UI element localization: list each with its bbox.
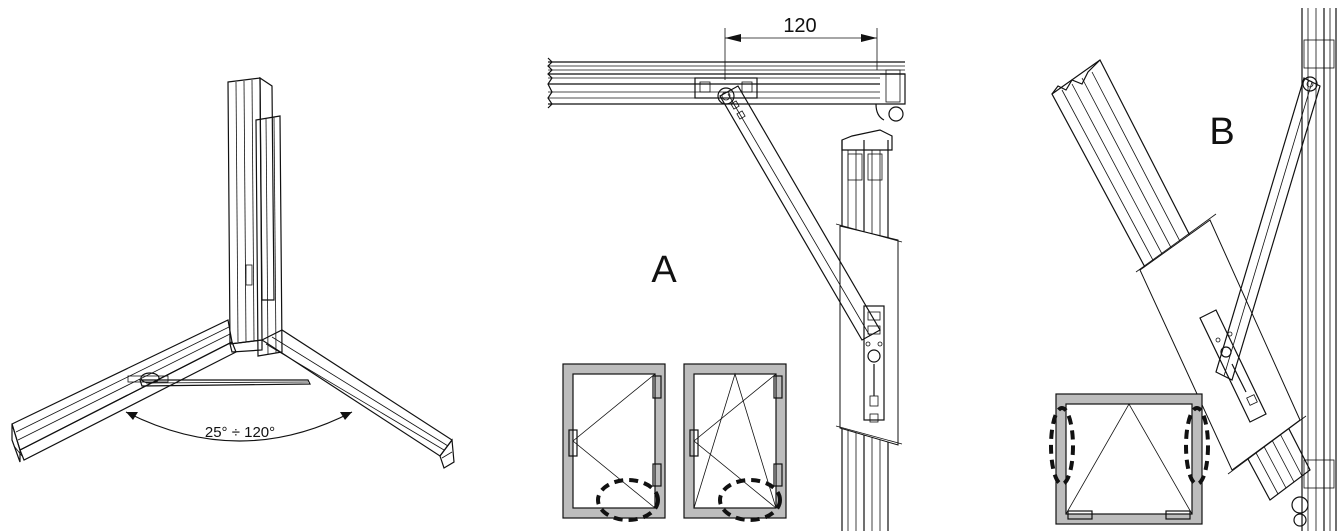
angle-arc — [125, 411, 353, 442]
vertical-sash-profile — [835, 129, 903, 531]
diagonal-sash-profile — [1051, 59, 1311, 501]
angle-range-label: 25° ÷ 120° — [205, 424, 275, 441]
top-frame-profile — [547, 57, 906, 122]
hinge-highlight-b2 — [1184, 406, 1210, 486]
hinge-highlight-a1 — [596, 478, 660, 522]
stay-slider-a — [863, 305, 885, 423]
dimension-line — [724, 28, 878, 80]
right-frame-profile — [1291, 8, 1337, 531]
stay-arm-b — [1215, 76, 1321, 381]
isometric-corner-view: 25° ÷ 120° — [11, 76, 455, 469]
view-a: 120 — [547, 15, 906, 531]
window-icon-tilt — [1049, 393, 1210, 525]
stay-slider-b — [1199, 309, 1267, 423]
window-icon-tilt-turn — [683, 363, 787, 522]
hinge-highlight-a2 — [718, 478, 782, 522]
dimension-label: 120 — [783, 15, 816, 37]
left-frame-arm — [11, 319, 263, 463]
view-b: B — [1049, 8, 1337, 531]
vertical-frame-profile — [227, 76, 283, 357]
window-icon-turn — [562, 363, 666, 522]
view-a-label: A — [651, 249, 677, 291]
right-frame-arm — [260, 329, 455, 469]
hinge-highlight-b1 — [1049, 406, 1075, 486]
view-b-label: B — [1209, 111, 1234, 153]
stay-arm — [127, 372, 311, 387]
